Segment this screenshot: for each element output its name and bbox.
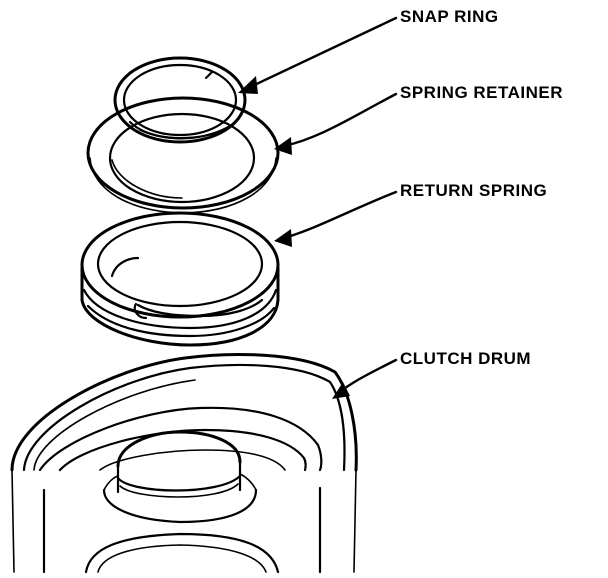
label-clutch-drum: CLUTCH DRUM xyxy=(400,349,531,368)
snap-ring xyxy=(113,56,247,144)
leader-spring-retainer xyxy=(274,92,398,155)
leader-snap-ring xyxy=(238,16,398,94)
label-spring-retainer: SPRING RETAINER xyxy=(400,83,563,102)
leader-return-spring xyxy=(274,190,398,247)
leader-clutch-drum xyxy=(332,358,398,399)
clutch-drum xyxy=(10,353,358,574)
return-spring xyxy=(80,211,280,347)
label-return-spring: RETURN SPRING xyxy=(400,181,547,200)
spring-retainer xyxy=(86,96,280,214)
label-snap-ring: SNAP RING xyxy=(400,7,499,26)
